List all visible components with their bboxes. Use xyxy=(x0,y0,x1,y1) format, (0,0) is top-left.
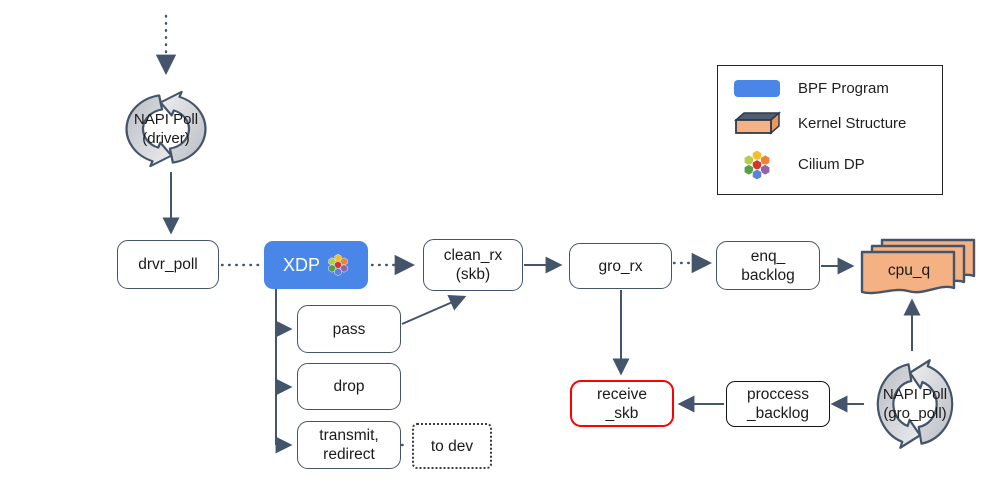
drop-node: drop xyxy=(297,363,401,410)
xdp-node: XDP xyxy=(264,241,368,289)
enq-backlog-node: enq_ backlog xyxy=(716,241,820,290)
receive-skb-node: receive _skb xyxy=(570,380,674,427)
napi-poll-driver-node: NAPI Poll (driver) xyxy=(114,84,218,174)
drop-label: drop xyxy=(333,378,365,395)
napi-poll-gro-node: NAPI Poll (gro_poll) xyxy=(866,351,964,457)
to-dev-node: to dev xyxy=(412,423,492,469)
receive-skb-line2: _skb xyxy=(605,404,639,422)
legend-label-cilium-dp: Cilium DP xyxy=(798,156,865,174)
pass-label: pass xyxy=(332,320,366,338)
clean-rx-node: clean_rx (skb) xyxy=(423,239,523,291)
clean-rx-line2: (skb) xyxy=(455,266,491,283)
napi-poll-driver-label: NAPI Poll (driver) xyxy=(114,84,218,174)
to-dev-label: to dev xyxy=(430,437,474,455)
legend-row-cilium-dp: Cilium DP xyxy=(732,150,942,180)
transmit-line1: transmit, xyxy=(319,427,379,444)
drvr-poll-label: drvr_poll xyxy=(138,256,198,273)
cilium-dp-icon xyxy=(327,254,349,276)
cilium-dp-icon xyxy=(732,150,782,180)
proccess-backlog-line2: _backlog xyxy=(746,405,810,422)
legend-row-bpf-program: BPF Program xyxy=(732,80,942,98)
napi-driver-line1: NAPI Poll xyxy=(133,111,199,128)
napi-poll-gro-label: NAPI Poll (gro_poll) xyxy=(866,351,964,457)
gro-rx-node: gro_rx xyxy=(569,243,672,289)
gro-rx-label: gro_rx xyxy=(598,257,643,275)
xdp-label: XDP xyxy=(282,254,320,275)
connector-pass-to-clean-rx xyxy=(401,294,467,325)
bpf-program-swatch xyxy=(732,80,782,98)
napi-gro-line2: (gro_poll) xyxy=(883,405,947,422)
kernel-structure-icon xyxy=(732,110,782,137)
pass-node: pass xyxy=(297,305,401,353)
transmit-redirect-node: transmit, redirect xyxy=(297,421,401,469)
legend-label-kernel-structure: Kernel Structure xyxy=(798,114,907,132)
drvr-poll-node: drvr_poll xyxy=(117,240,219,289)
legend-label-bpf-program: BPF Program xyxy=(798,80,889,98)
napi-driver-line2: (driver) xyxy=(142,130,190,147)
enq-backlog-line1: enq_ xyxy=(750,247,786,265)
legend-row-kernel-structure: Kernel Structure xyxy=(732,110,942,137)
receive-skb-line1: receive xyxy=(597,385,647,403)
cpu-q-node: cpu_q xyxy=(860,238,978,298)
enq-backlog-line2: backlog xyxy=(741,266,795,284)
proccess-backlog-node: proccess _backlog xyxy=(726,381,830,427)
cpu-q-label: cpu_q xyxy=(887,262,931,279)
legend: BPF Program Kernel Structure Cilium DP xyxy=(717,65,943,195)
clean-rx-line1: clean_rx xyxy=(443,247,503,264)
proccess-backlog-line1: proccess xyxy=(746,386,810,403)
napi-gro-line1: NAPI Poll xyxy=(882,386,948,403)
transmit-line2: redirect xyxy=(323,446,375,463)
